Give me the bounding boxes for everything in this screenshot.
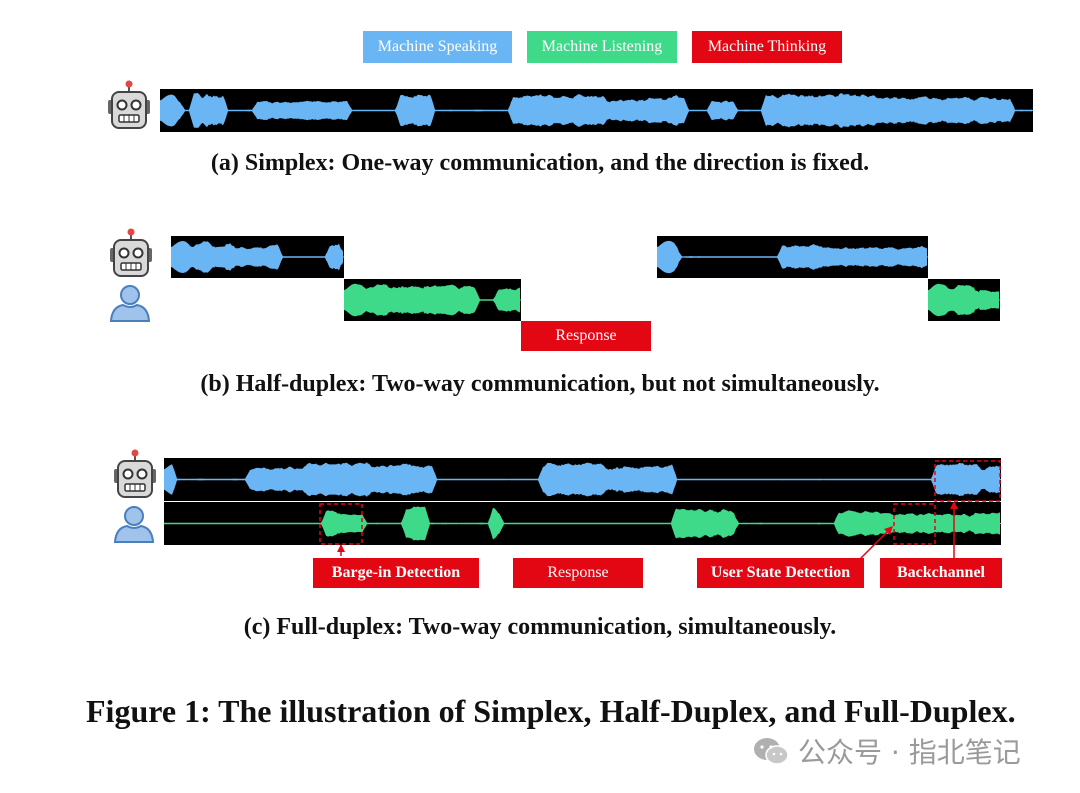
- backchannel-dashed-box: [934, 460, 1001, 502]
- waveform-shape: [164, 462, 1000, 497]
- watermark-text: 公众号 · 指北笔记: [798, 736, 1021, 769]
- waveform-shape: [657, 240, 927, 274]
- user-state-arrow: [857, 529, 890, 562]
- watermark: 公众号 · 指北笔记: [752, 731, 1021, 771]
- legend-machine-thinking: Machine Thinking: [692, 31, 842, 63]
- barge-in-detection-tag: Barge-in Detection: [313, 558, 479, 588]
- half-duplex-response-tag: Response: [521, 321, 651, 351]
- half-duplex-listening-waveform-1: [344, 279, 521, 321]
- wechat-icon: [754, 738, 789, 765]
- full-duplex-listening-waveform: [164, 502, 1001, 545]
- user-icon: [108, 283, 152, 328]
- simplex-speaking-waveform: [160, 89, 1033, 132]
- user-state-dashed-box: [893, 503, 936, 545]
- robot-icon: [112, 449, 158, 506]
- robot-icon: [106, 80, 152, 137]
- waveform-shape: [171, 241, 343, 273]
- user-icon: [112, 504, 156, 549]
- legend-machine-speaking: Machine Speaking: [363, 31, 512, 63]
- barge-in-dashed-box: [319, 503, 363, 545]
- waveform-shape: [344, 283, 520, 317]
- half-duplex-listening-waveform-2: [928, 279, 1000, 321]
- figure-title: Figure 1: The illustration of Simplex, H…: [86, 693, 1016, 729]
- full-duplex-speaking-waveform: [164, 458, 1001, 501]
- user-state-detection-tag: User State Detection: [697, 558, 864, 588]
- half-duplex-speaking-waveform-2: [657, 236, 928, 278]
- half-duplex-speaking-waveform-1: [171, 236, 344, 278]
- waveform-shape: [164, 506, 1000, 541]
- waveform-shape: [928, 283, 999, 317]
- full-duplex-response-tag: Response: [513, 558, 643, 588]
- caption-simplex: (a) Simplex: One-way communication, and …: [210, 150, 870, 176]
- legend-machine-listening: Machine Listening: [527, 31, 677, 63]
- robot-icon: [108, 228, 154, 285]
- backchannel-tag: Backchannel: [880, 558, 1002, 588]
- caption-full-duplex: (c) Full-duplex: Two-way communication, …: [243, 614, 837, 640]
- caption-half-duplex: (b) Half-duplex: Two-way communication, …: [200, 371, 880, 397]
- waveform-shape: [160, 93, 1032, 128]
